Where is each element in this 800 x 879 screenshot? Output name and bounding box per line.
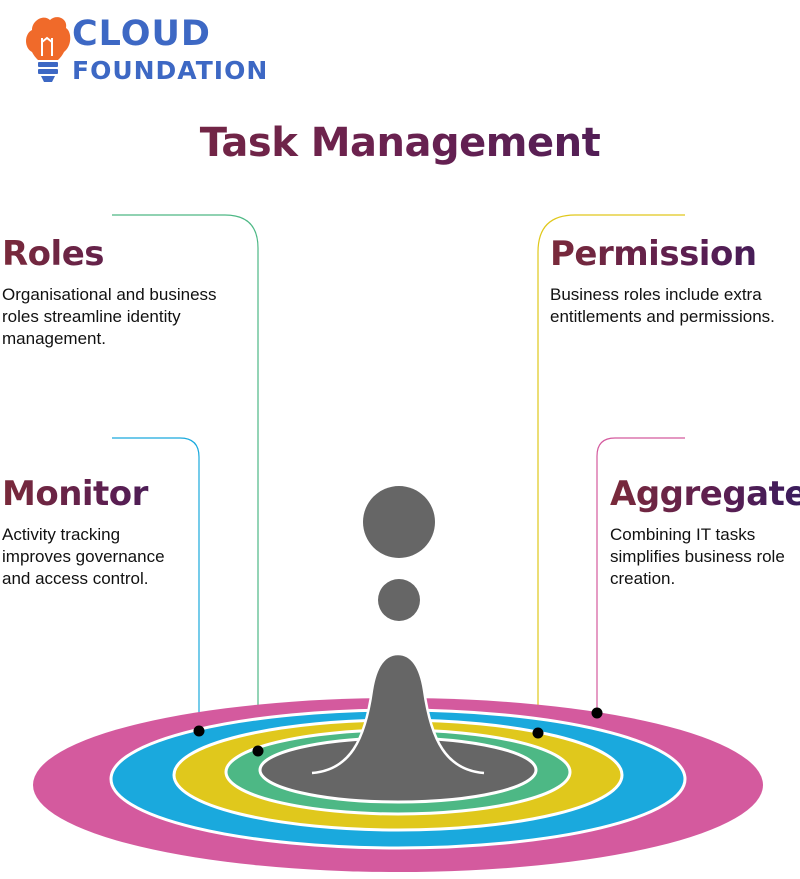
permission-connector (537, 214, 685, 733)
roles-connector (112, 214, 259, 751)
monitor-connector (112, 437, 200, 731)
roles-block: Roles Organisational and business roles … (2, 234, 242, 350)
monitor-heading: Monitor (2, 474, 192, 514)
drop-large (363, 486, 435, 558)
permission-block: Permission Business roles include extra … (550, 234, 795, 328)
page-title: Task Management (0, 120, 800, 166)
logo-text-foundation: FOUNDATION (72, 56, 269, 85)
monitor-block: Monitor Activity tracking improves gover… (2, 474, 192, 590)
logo-text-cloud: CLOUD (72, 14, 211, 54)
aggregate-block: Aggregate Combining IT tasks simplifies … (610, 474, 800, 590)
lightbulb-cloud-icon (26, 17, 71, 82)
drop-small (378, 579, 420, 621)
permission-heading: Permission (550, 234, 795, 274)
aggregate-connector (596, 437, 685, 713)
monitor-description: Activity tracking improves governance an… (2, 525, 165, 588)
aggregate-heading: Aggregate (610, 474, 800, 514)
permission-description: Business roles include extra entitlement… (550, 285, 775, 326)
aggregate-dot (591, 707, 603, 719)
water-drop-splash-icon (311, 652, 485, 775)
brand-logo: CLOUD FOUNDATION (18, 12, 288, 90)
monitor-dot (193, 725, 205, 737)
permission-dot (532, 727, 544, 739)
roles-description: Organisational and business roles stream… (2, 285, 217, 348)
roles-dot (252, 745, 264, 757)
roles-heading: Roles (2, 234, 242, 274)
aggregate-description: Combining IT tasks simplifies business r… (610, 525, 785, 588)
